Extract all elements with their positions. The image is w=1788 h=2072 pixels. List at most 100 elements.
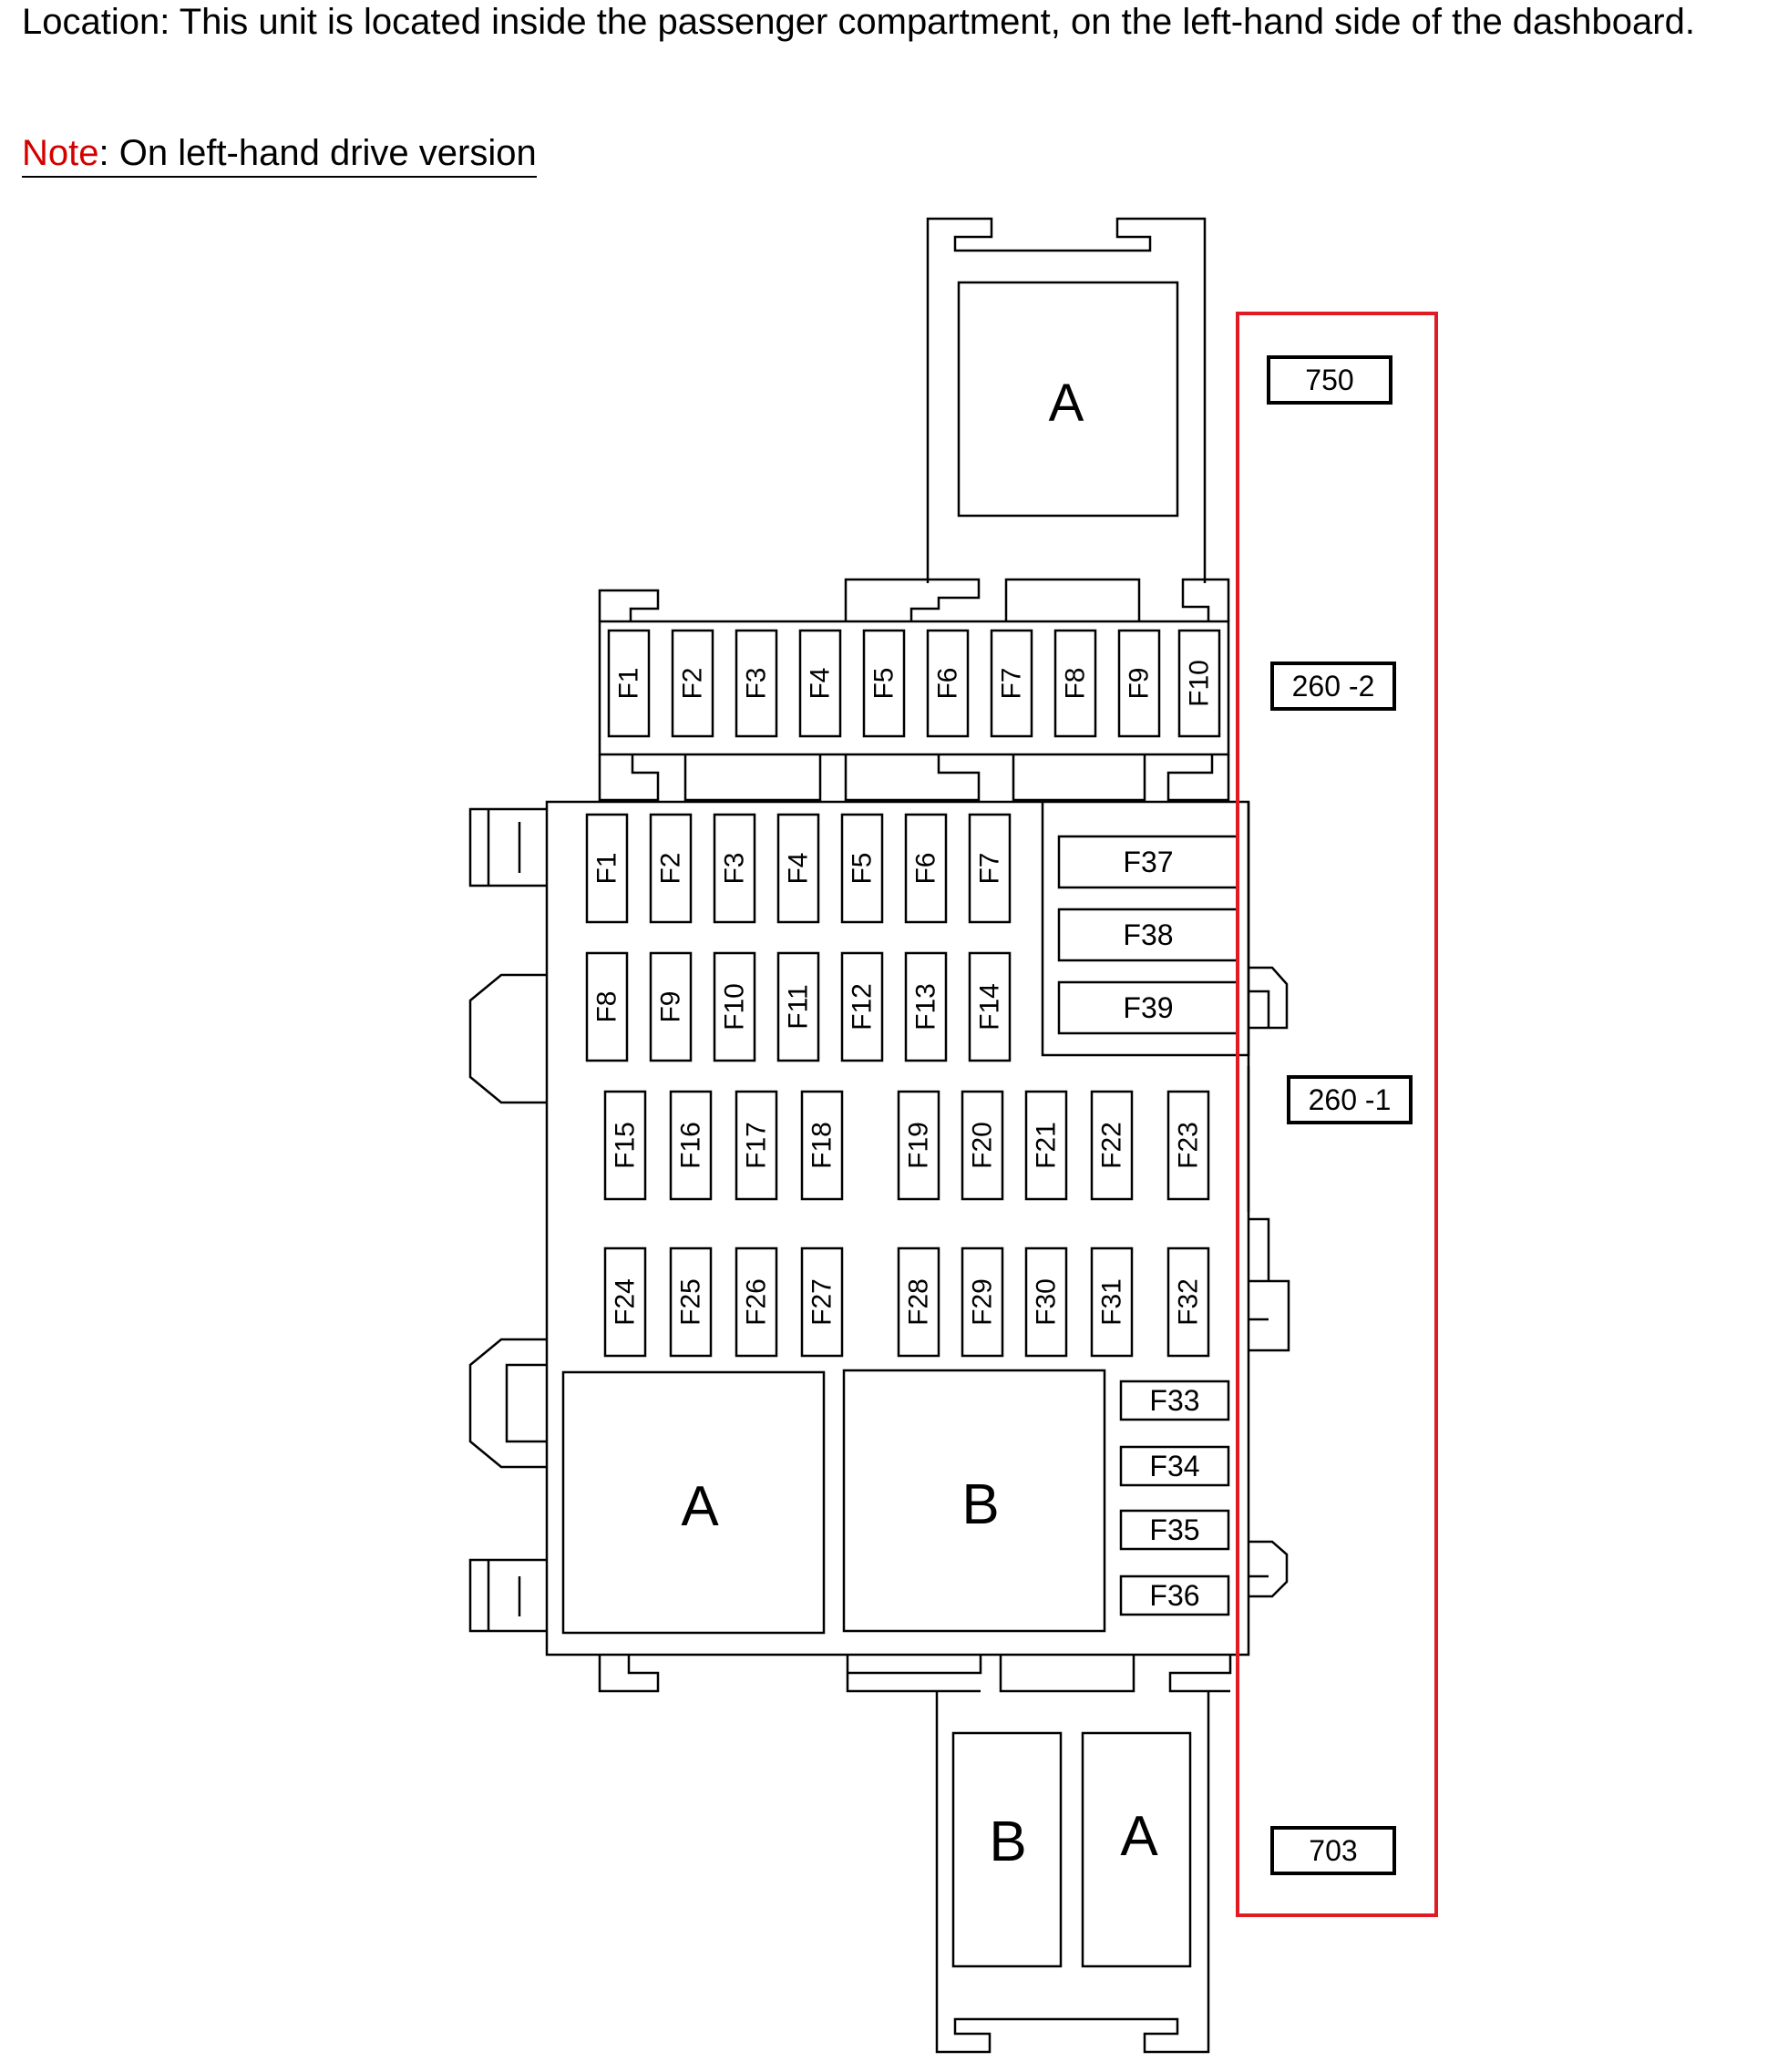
upper-fuse-f3-label: F3 [742, 667, 772, 699]
upper-fuse-f3: F3 [735, 629, 778, 738]
upper-fuse-f8-label: F8 [1061, 667, 1091, 699]
lower-fuse-f33: F33 [1119, 1380, 1230, 1421]
main-fuse-f24-outline [603, 1246, 647, 1358]
lower-fuse-f36-label: F36 [1149, 1579, 1199, 1612]
main-fuse-f26-label: F26 [742, 1278, 772, 1326]
upper-fuse-f7-label: F7 [997, 667, 1027, 699]
main-fuse-f15-label: F15 [611, 1122, 641, 1169]
lower-fuse-f35-label: F35 [1149, 1513, 1199, 1546]
upper-fuse-f8-outline [1053, 629, 1097, 738]
main-fuse-f12-label: F12 [848, 983, 878, 1031]
main-fuse-f14: F14 [968, 951, 1012, 1062]
top-relay-a-label: A [1049, 374, 1084, 433]
main-relay-a-label: A [681, 1475, 719, 1538]
lower-fuse-f35-outline [1119, 1509, 1230, 1551]
location-text: Location: This unit is located inside th… [22, 2, 1695, 42]
main-fuse-f12-outline [840, 951, 884, 1062]
main-fuse-f21-label: F21 [1032, 1122, 1062, 1169]
upper-fuse-f2: F2 [671, 629, 714, 738]
main-fuse-f22: F22 [1090, 1090, 1134, 1201]
main-fuse-f3-outline [713, 813, 756, 924]
lower-fuse-f36: F36 [1119, 1575, 1230, 1616]
upper-fuse-f7: F7 [990, 629, 1033, 738]
main-fuse-f13-outline [904, 951, 948, 1062]
main-fuse-f1-label: F1 [592, 852, 622, 884]
note-label: Note [22, 133, 99, 173]
main-fuse-f31-label: F31 [1097, 1278, 1127, 1326]
lower-fuse-f34: F34 [1119, 1445, 1230, 1487]
bottom-relay-a-label: A [1120, 1805, 1158, 1868]
upper-fuse-f4: F4 [798, 629, 842, 738]
upper-fuse-f6-label: F6 [933, 667, 963, 699]
main-fuse-f12: F12 [840, 951, 884, 1062]
upper-fuse-f1-outline [607, 629, 651, 738]
main-fuse-f23-label: F23 [1174, 1122, 1204, 1169]
main-fuse-f25: F25 [669, 1246, 713, 1358]
main-fuse-f9-outline [649, 951, 693, 1062]
lower-fuse-f34-label: F34 [1149, 1450, 1199, 1482]
bottom-relay-b-label: B [989, 1810, 1026, 1873]
main-fuse-f14-outline [968, 951, 1012, 1062]
main-fuse-f14-label: F14 [975, 983, 1005, 1031]
upper-fuse-f2-label: F2 [678, 667, 708, 699]
main-fuse-f32-outline [1166, 1246, 1210, 1358]
main-fuse-f27-outline [800, 1246, 844, 1358]
main-fuse-f9: F9 [649, 951, 693, 1062]
main-fuse-f11-label: F11 [784, 984, 814, 1029]
main-fuse-f9-label: F9 [656, 990, 686, 1022]
upper-fuse-f4-label: F4 [806, 667, 836, 699]
upper-fuse-f6: F6 [926, 629, 970, 738]
main-fuse-f28-outline [897, 1246, 940, 1358]
main-fuse-f31: F31 [1090, 1246, 1134, 1358]
main-fuse-f27: F27 [800, 1246, 844, 1358]
main-fuse-f20: F20 [961, 1090, 1004, 1201]
main-fuse-f19-label: F19 [904, 1122, 934, 1169]
main-fuse-f22-outline [1090, 1090, 1134, 1201]
main-fuse-f19: F19 [897, 1090, 940, 1201]
main-fuse-f24: F24 [603, 1246, 647, 1358]
lower-fuse-f33-label: F33 [1149, 1384, 1199, 1417]
main-relay-a [561, 1370, 826, 1635]
lower-fuse-f33-outline [1119, 1380, 1230, 1421]
upper-fuse-f10-outline [1177, 629, 1221, 738]
main-fuse-f32: F32 [1166, 1246, 1210, 1358]
main-fuse-f11-outline [776, 951, 820, 1062]
main-fuse-f1: F1 [585, 813, 629, 924]
main-fuse-f18: F18 [800, 1090, 844, 1201]
top-relay-a [957, 281, 1179, 518]
main-fuse-f31-outline [1090, 1246, 1134, 1358]
main-fuse-f23-outline [1166, 1090, 1210, 1201]
main-fuse-f19-outline [897, 1090, 940, 1201]
main-relay-b-label: B [961, 1473, 999, 1536]
main-fuse-f29-label: F29 [968, 1278, 998, 1326]
upper-fuse-f9: F9 [1117, 629, 1161, 738]
main-fuse-f2-outline [649, 813, 693, 924]
main-fuse-f7-outline [968, 813, 1012, 924]
side-fuse-f37-label: F37 [1123, 846, 1173, 878]
main-fuse-f26: F26 [735, 1246, 778, 1358]
connector-tag-750-outline [1267, 355, 1392, 405]
main-fuse-f6-outline [904, 813, 948, 924]
bottom-relay-b [951, 1731, 1063, 1968]
upper-fuse-f5: F5 [862, 629, 906, 738]
note-line: Note: On left-hand drive version [22, 133, 537, 178]
main-fuse-f27-label: F27 [807, 1278, 837, 1326]
main-fuse-f8-label: F8 [592, 990, 622, 1022]
main-fuse-f3-label: F3 [720, 852, 750, 884]
main-fuse-f18-label: F18 [807, 1122, 837, 1169]
main-fuse-f30-outline [1024, 1246, 1068, 1358]
side-fuse-f39: F39 [1057, 980, 1239, 1035]
main-fuse-f7-label: F7 [975, 852, 1005, 884]
side-fuse-f38: F38 [1057, 908, 1239, 962]
main-fuse-f13: F13 [904, 951, 948, 1062]
main-fuse-f30: F30 [1024, 1246, 1068, 1358]
main-fuse-f16-label: F16 [676, 1122, 706, 1169]
main-fuse-f24-label: F24 [611, 1278, 641, 1326]
main-fuse-f32-label: F32 [1174, 1278, 1204, 1326]
upper-fuse-f1: F1 [607, 629, 651, 738]
upper-fuse-f6-outline [926, 629, 970, 738]
upper-fuse-f2-outline [671, 629, 714, 738]
connector-tag-260-1: 260 -1 [1287, 1075, 1413, 1124]
